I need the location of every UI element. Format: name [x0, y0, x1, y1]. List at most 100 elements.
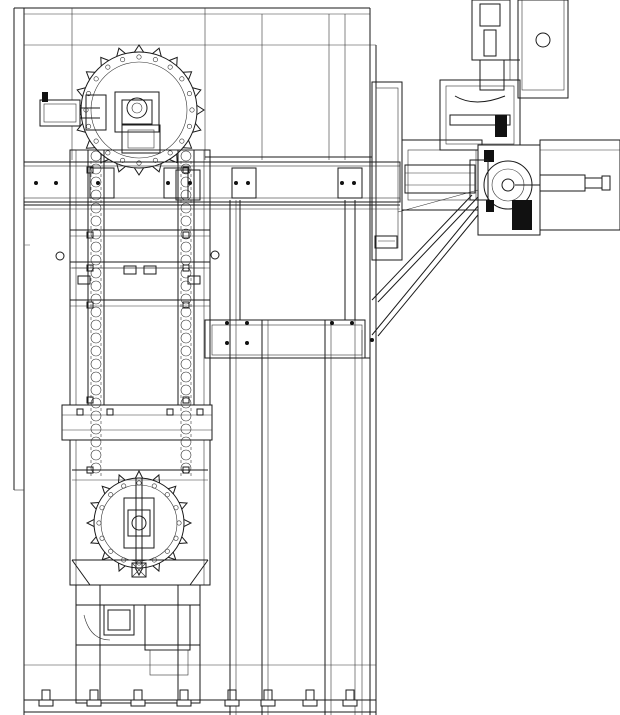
- chain-link: [180, 345, 192, 357]
- chain-roller: [86, 91, 92, 97]
- chain-link: [180, 228, 192, 240]
- chain-link: [90, 384, 102, 396]
- chain-roller: [164, 492, 170, 498]
- chain-roller: [164, 548, 170, 554]
- sprocket-tooth: [196, 104, 205, 116]
- sprocket-tooth: [118, 563, 126, 573]
- sprocket-tooth: [183, 518, 193, 528]
- bracket-mark: [187, 275, 201, 285]
- foot-pad: [302, 699, 318, 707]
- chain-link: [90, 462, 102, 474]
- column-detail-marks: [76, 166, 204, 474]
- chain-roller: [105, 64, 111, 70]
- chain-link: [90, 319, 102, 331]
- bracket-mark: [123, 265, 137, 275]
- chain-link: [180, 410, 192, 422]
- chain-link: [180, 423, 192, 435]
- chain-roller: [151, 557, 157, 563]
- chain-link: [90, 345, 102, 357]
- chain-link: [180, 358, 192, 370]
- bolt-mark: [182, 166, 190, 174]
- foot-pad: [260, 699, 276, 707]
- chain-link: [90, 332, 102, 344]
- chain-link: [180, 449, 192, 461]
- sprocket-tooth: [89, 536, 99, 544]
- sprocket-tooth: [76, 123, 86, 133]
- bolt-mark: [86, 231, 94, 239]
- chain-link: [180, 319, 192, 331]
- chain-roller: [167, 150, 173, 156]
- chain-roller: [120, 157, 126, 163]
- chain-link: [90, 280, 102, 292]
- chain-link: [90, 306, 102, 318]
- foot-post: [89, 689, 99, 701]
- chain-link: [90, 358, 102, 370]
- sprocket-tooth: [89, 502, 99, 510]
- chain-link: [180, 371, 192, 383]
- chain-roller: [108, 548, 114, 554]
- foot-post: [133, 689, 143, 701]
- foot-pad: [38, 699, 54, 707]
- chain-link: [180, 384, 192, 396]
- chain-roller: [186, 91, 192, 97]
- chain-link: [90, 436, 102, 448]
- sprocket-tooth: [118, 473, 126, 483]
- foot-pad: [224, 699, 240, 707]
- sprocket-tooth: [85, 71, 95, 80]
- foot-post: [179, 689, 189, 701]
- chain-link: [90, 189, 102, 201]
- horizontal-beam: [23, 156, 401, 210]
- bottom-sprocket-wheel: [85, 469, 193, 578]
- chain-link: [90, 202, 102, 214]
- chain-roller: [136, 160, 142, 166]
- foot-pad: [342, 699, 358, 707]
- chain-roller: [152, 57, 158, 63]
- chain-roller: [179, 138, 185, 144]
- vertical-rails: [229, 200, 363, 715]
- chain-roller: [86, 123, 92, 129]
- chain-link: [90, 371, 102, 383]
- transfer-arm: [371, 79, 521, 261]
- chain-roller: [136, 480, 142, 486]
- bolt-mark: [86, 264, 94, 272]
- top-right-rail: [471, 0, 569, 99]
- chain-link: [180, 215, 192, 227]
- sprocket-tooth: [179, 502, 189, 510]
- chain-roller: [121, 557, 127, 563]
- chain-link: [180, 280, 192, 292]
- chain-roller: [152, 157, 158, 163]
- chain-link: [180, 254, 192, 266]
- chain-link: [180, 436, 192, 448]
- chain-link: [90, 254, 102, 266]
- bolt-mark: [182, 301, 190, 309]
- chain-roller: [99, 505, 105, 511]
- chain-roller: [121, 483, 127, 489]
- chain-link: [180, 306, 192, 318]
- bolt-mark: [196, 408, 204, 416]
- sprocket-tooth: [116, 163, 126, 173]
- sprocket-tooth: [192, 87, 202, 97]
- bolt-mark: [86, 466, 94, 474]
- chain-roller: [93, 138, 99, 144]
- sprocket-tooth: [169, 56, 178, 66]
- top-sprocket-wheel: [73, 44, 205, 176]
- sprocket-tooth: [152, 163, 162, 173]
- chain-roller: [176, 520, 182, 526]
- sprocket-tooth: [85, 518, 95, 528]
- sprocket-tooth: [101, 552, 110, 561]
- drive-motor: [39, 92, 107, 131]
- bracket-mark: [77, 275, 91, 285]
- bolt-mark: [182, 231, 190, 239]
- chain-link: [90, 423, 102, 435]
- chain-link: [90, 449, 102, 461]
- chain-link: [90, 293, 102, 305]
- base-structure: [75, 584, 201, 704]
- chain-roller: [173, 535, 179, 541]
- mid-frame: [55, 200, 374, 359]
- bolt-mark: [76, 408, 84, 416]
- bolt-mark: [166, 408, 174, 416]
- bolt-mark: [86, 301, 94, 309]
- bolt-mark: [182, 466, 190, 474]
- chain-roller: [151, 483, 157, 489]
- sprocket-tooth: [152, 473, 160, 483]
